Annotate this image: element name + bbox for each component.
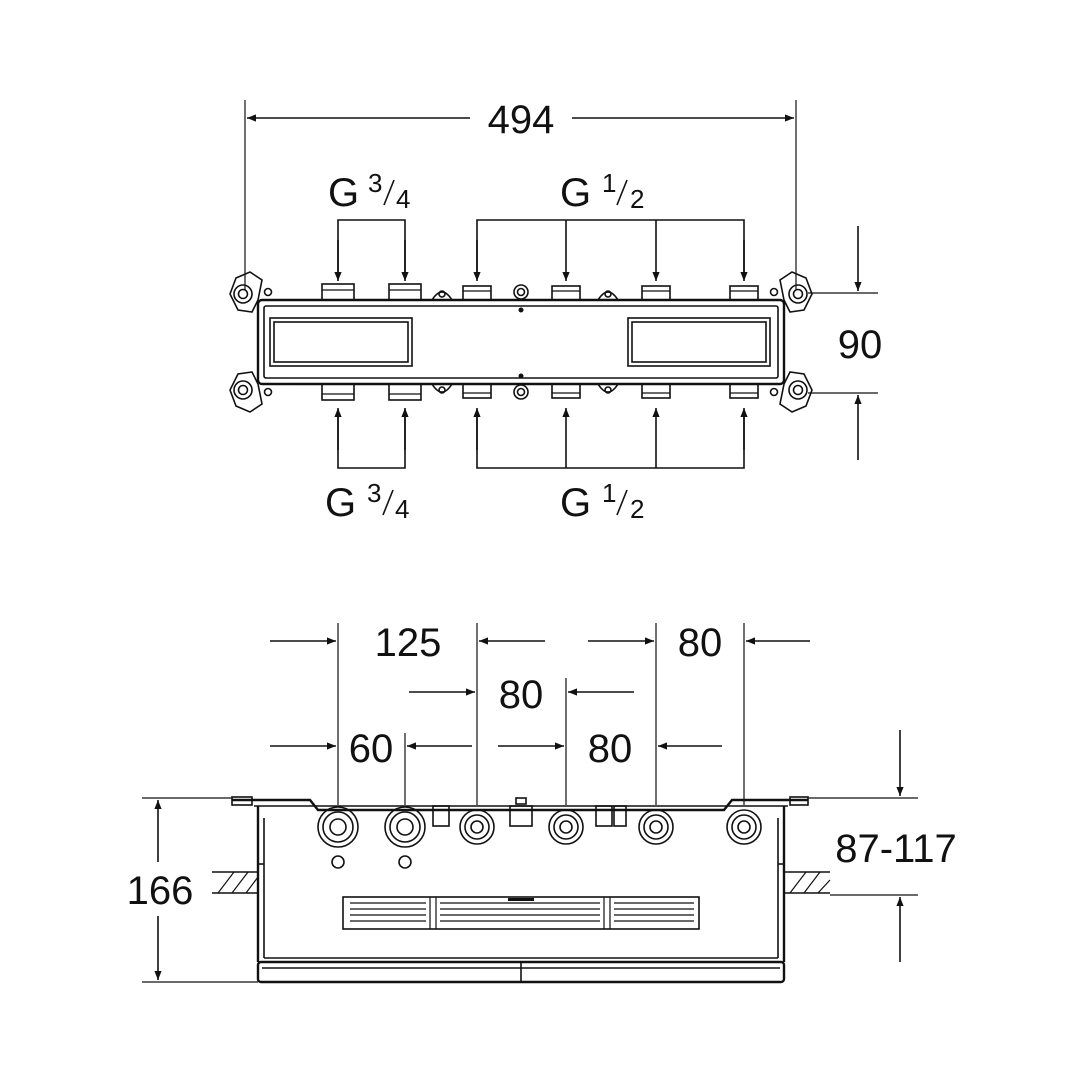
connection-ports	[317, 806, 762, 869]
thread-denominator: 4	[396, 184, 410, 214]
thread-letter: G	[560, 481, 591, 525]
bottom-left-thread-label: G 3 4	[325, 478, 409, 525]
width-dimension: 494	[244, 98, 797, 290]
thread-numerator: 1	[602, 478, 616, 508]
bottom-leaders	[334, 408, 748, 469]
top-connection-stubs	[321, 283, 759, 301]
thread-letter: G	[560, 171, 591, 215]
port-1	[317, 806, 359, 869]
thread-denominator: 2	[630, 494, 644, 524]
top-left-thread-label: G 3 4	[328, 168, 410, 215]
bracket-bottom-right	[769, 371, 813, 413]
port-3	[459, 809, 495, 845]
bottom-right-thread-label: G 1 2	[560, 478, 644, 525]
top-leaders	[334, 219, 748, 281]
thread-denominator: 2	[630, 184, 644, 214]
housing-top-view	[256, 298, 786, 386]
height-dimension: 90	[808, 226, 882, 460]
bracket-bottom-left	[229, 371, 273, 413]
mounting-brackets	[229, 271, 813, 413]
top-right-thread-label: G 1 2	[560, 168, 644, 215]
install-depth-dimension: 87-117	[808, 730, 957, 962]
thread-denominator: 4	[395, 494, 409, 524]
top-view: 494 G 3 4 G 1 2 G 3	[229, 98, 882, 525]
install-depth-label: 87-117	[835, 827, 957, 871]
housing-side-view	[231, 796, 809, 984]
spacing-125-label: 125	[375, 621, 442, 665]
housing-lugs	[431, 284, 619, 400]
side-height-label: 166	[127, 869, 194, 913]
bottom-connection-stubs	[321, 383, 759, 401]
spacing-60-label: 60	[349, 727, 394, 771]
thread-numerator: 1	[602, 168, 616, 198]
spacing-80-top-label: 80	[678, 621, 723, 665]
port-5	[638, 809, 674, 845]
bracket-top-left	[229, 271, 273, 313]
side-height-dimension: 166	[127, 797, 258, 983]
thread-numerator: 3	[367, 478, 381, 508]
thread-letter: G	[325, 481, 356, 525]
port-2	[384, 806, 426, 869]
height-label: 90	[838, 323, 883, 367]
width-label: 494	[488, 98, 555, 142]
thread-numerator: 3	[368, 168, 382, 198]
thread-letter: G	[328, 171, 359, 215]
port-6	[726, 809, 762, 845]
spacing-80-low-label: 80	[588, 727, 633, 771]
wall-surface	[212, 871, 831, 894]
port-4	[548, 809, 584, 845]
spacing-80-mid-label: 80	[499, 673, 544, 717]
side-extension-lines	[337, 623, 745, 805]
bracket-top-right	[769, 271, 813, 313]
side-view: 125 80 80 60 80 166	[127, 621, 957, 984]
spacing-dimensions: 125 80 80 60 80	[270, 621, 810, 771]
